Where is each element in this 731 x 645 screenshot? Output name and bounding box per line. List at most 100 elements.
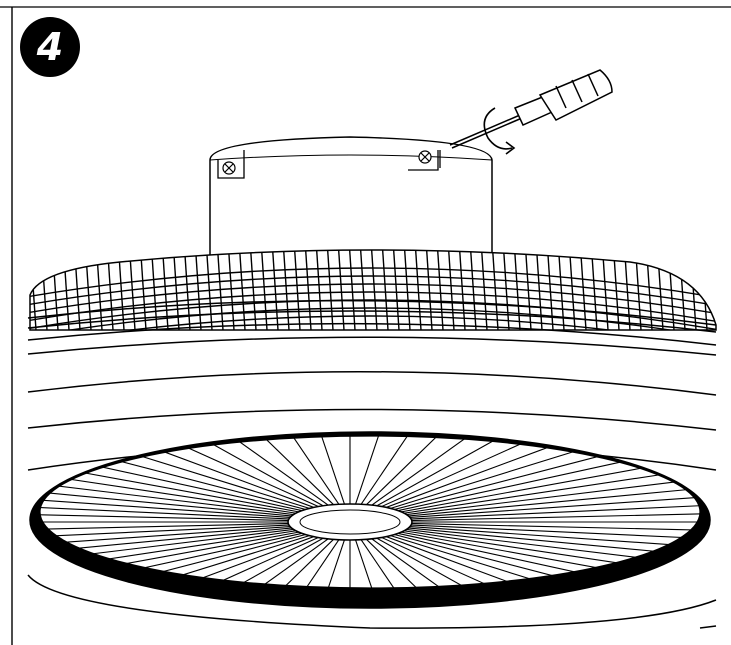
page-frame — [0, 6, 731, 645]
blade — [256, 432, 335, 506]
blade — [401, 473, 662, 515]
blade — [30, 488, 294, 517]
blade — [30, 527, 294, 556]
blade — [38, 529, 299, 571]
grille-wire — [260, 250, 268, 330]
fan-housing — [27, 299, 717, 471]
blade — [143, 443, 316, 509]
blade — [354, 538, 382, 608]
fan-rim — [27, 574, 717, 629]
blade — [226, 537, 330, 608]
grille-ring — [30, 283, 716, 315]
blade — [406, 527, 689, 556]
blade — [388, 448, 582, 510]
canopy — [209, 136, 493, 263]
grille-wire — [359, 250, 367, 330]
blade — [118, 448, 312, 510]
grille-ring — [30, 307, 716, 330]
blade — [409, 522, 709, 531]
blade — [197, 435, 325, 508]
blade — [55, 466, 301, 513]
blade — [392, 454, 605, 511]
blade — [30, 496, 293, 519]
grille-wire — [348, 250, 356, 330]
grille-wire — [370, 250, 378, 330]
grille-ring — [30, 275, 716, 307]
blade — [370, 432, 474, 507]
step-number-badge: 4 — [20, 17, 80, 77]
blade — [38, 473, 299, 515]
grille-ring — [30, 291, 716, 323]
blade — [399, 466, 645, 513]
blade — [30, 481, 296, 516]
blade — [287, 432, 341, 506]
grille-wire — [381, 250, 389, 330]
blade — [169, 536, 321, 605]
blade — [95, 454, 308, 511]
blade — [375, 435, 503, 508]
blade — [375, 536, 503, 608]
blade — [365, 538, 444, 608]
screwdriver-icon — [449, 69, 613, 149]
blade — [197, 536, 325, 608]
blade — [409, 504, 705, 520]
blade — [30, 513, 291, 522]
blade — [404, 528, 677, 563]
blade — [379, 439, 531, 508]
grille-wire — [249, 250, 257, 330]
blade — [226, 432, 330, 507]
grille-wire — [227, 250, 235, 330]
blade — [406, 488, 689, 517]
grille-ring — [30, 267, 716, 299]
blade — [30, 504, 291, 520]
grille-wire — [238, 250, 246, 330]
blade — [409, 513, 709, 522]
blade — [30, 524, 291, 540]
grille-wire — [216, 250, 224, 330]
blade — [256, 538, 335, 608]
grille-wire — [469, 250, 477, 330]
blade — [318, 538, 346, 608]
blade — [395, 460, 626, 512]
step-number: 4 — [36, 25, 64, 69]
grille-wire — [524, 250, 532, 330]
blade — [365, 432, 444, 506]
grille-wire — [337, 250, 345, 330]
blade — [318, 432, 346, 506]
blade — [407, 525, 698, 548]
rotation-arrow-icon — [483, 107, 516, 155]
blade — [409, 524, 705, 540]
blade — [30, 528, 296, 563]
blade — [401, 529, 662, 571]
blade — [379, 536, 531, 605]
blade — [169, 439, 321, 508]
blade — [384, 535, 557, 601]
screw-icon — [222, 150, 432, 175]
blade — [384, 443, 557, 509]
blade — [392, 533, 605, 590]
blade — [399, 531, 645, 578]
blade — [30, 525, 293, 548]
blade — [404, 481, 677, 516]
blade — [287, 538, 341, 608]
grille-wire — [458, 250, 466, 330]
grille-wire — [392, 250, 400, 330]
blade — [143, 535, 316, 601]
blade — [74, 460, 305, 512]
blade — [359, 432, 413, 506]
blade — [95, 533, 308, 590]
grille-wire — [271, 250, 279, 330]
fan-grille — [29, 249, 717, 331]
blade — [388, 534, 582, 596]
blade — [55, 531, 301, 578]
blade — [118, 534, 312, 596]
blade — [395, 532, 626, 584]
blade — [354, 432, 382, 506]
grille-wire — [282, 250, 290, 330]
grille-ring — [30, 315, 716, 330]
blade — [30, 522, 291, 531]
grille-wire — [480, 250, 488, 330]
blade — [407, 496, 698, 519]
